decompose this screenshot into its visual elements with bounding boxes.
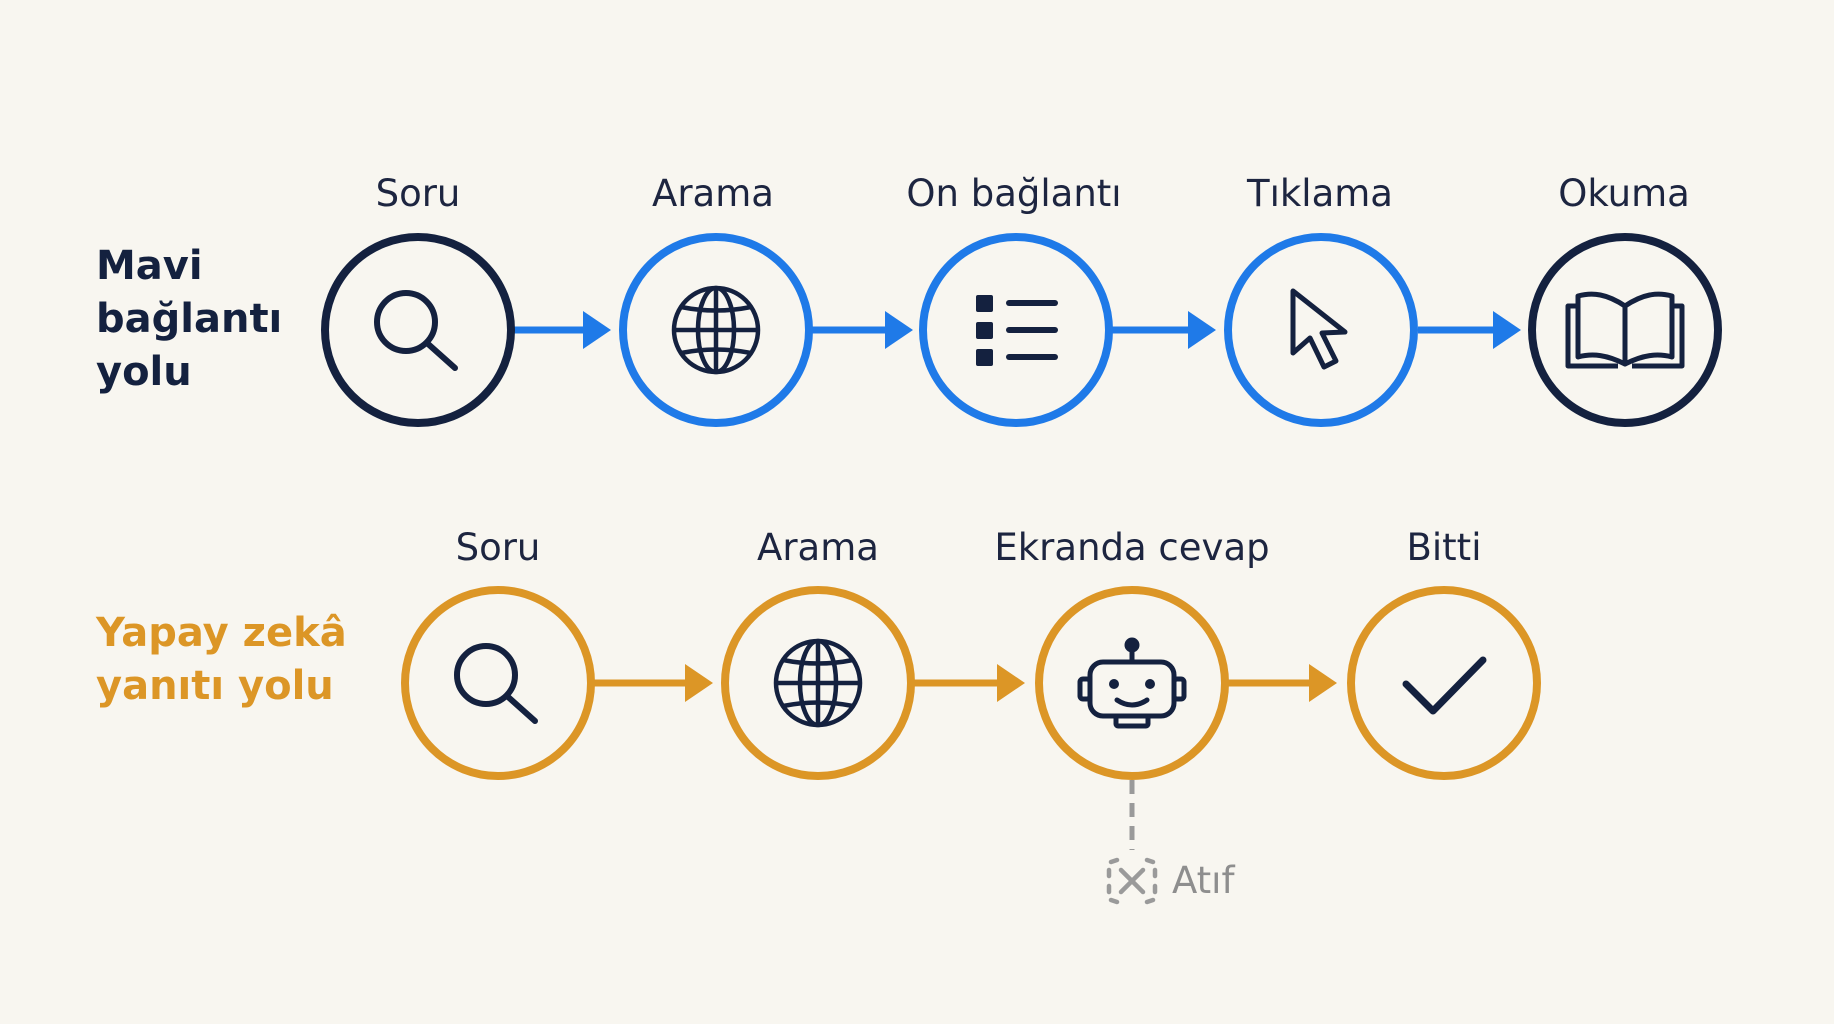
title-line: yolu	[96, 349, 192, 395]
blue-link-path-title: Mavi bağlantı yolu	[96, 240, 282, 399]
step-circle	[1347, 586, 1541, 780]
title-line: yanıtı yolu	[96, 663, 334, 709]
search-icon	[374, 290, 458, 371]
step-circle	[1224, 233, 1418, 427]
arrow	[1112, 311, 1216, 349]
step-label-okuma: Okuma	[1558, 172, 1690, 215]
globe-icon	[773, 638, 863, 728]
arrow	[1418, 311, 1521, 349]
search-icon	[454, 643, 538, 724]
attribution-label: Atıf	[1172, 859, 1235, 902]
step-label-bitti: Bitti	[1406, 526, 1482, 569]
step-label-arama: Arama	[652, 172, 774, 215]
step-circle	[321, 233, 515, 427]
title-line: Mavi	[96, 243, 203, 289]
cross-icon	[1106, 857, 1158, 905]
title-line: Yapay zekâ	[96, 610, 347, 656]
step-label-on-baglanti: On bağlantı	[906, 172, 1122, 215]
ai-answer-path-title: Yapay zekâ yanıtı yolu	[96, 607, 347, 713]
arrow	[1227, 664, 1337, 702]
arrow	[594, 664, 713, 702]
step-label-tiklama: Tıklama	[1247, 172, 1393, 215]
arrow	[512, 311, 611, 349]
list-icon	[976, 295, 1058, 366]
globe-icon	[671, 285, 761, 375]
step-label-ekranda-cevap: Ekranda cevap	[994, 526, 1270, 569]
step-circle	[1528, 233, 1722, 427]
step-label-arama: Arama	[757, 526, 879, 569]
book-icon	[1565, 291, 1685, 369]
step-circle	[619, 233, 813, 427]
step-circle	[401, 586, 595, 780]
robot-icon	[1077, 637, 1187, 729]
check-icon	[1402, 656, 1487, 715]
step-circle	[1035, 586, 1229, 780]
arrow	[811, 311, 913, 349]
step-label-soru: Soru	[455, 526, 541, 569]
cursor-icon	[1290, 288, 1348, 370]
step-label-soru: Soru	[375, 172, 461, 215]
arrow	[914, 664, 1025, 702]
step-circle	[919, 233, 1113, 427]
title-line: bağlantı	[96, 296, 283, 342]
step-circle	[721, 586, 915, 780]
